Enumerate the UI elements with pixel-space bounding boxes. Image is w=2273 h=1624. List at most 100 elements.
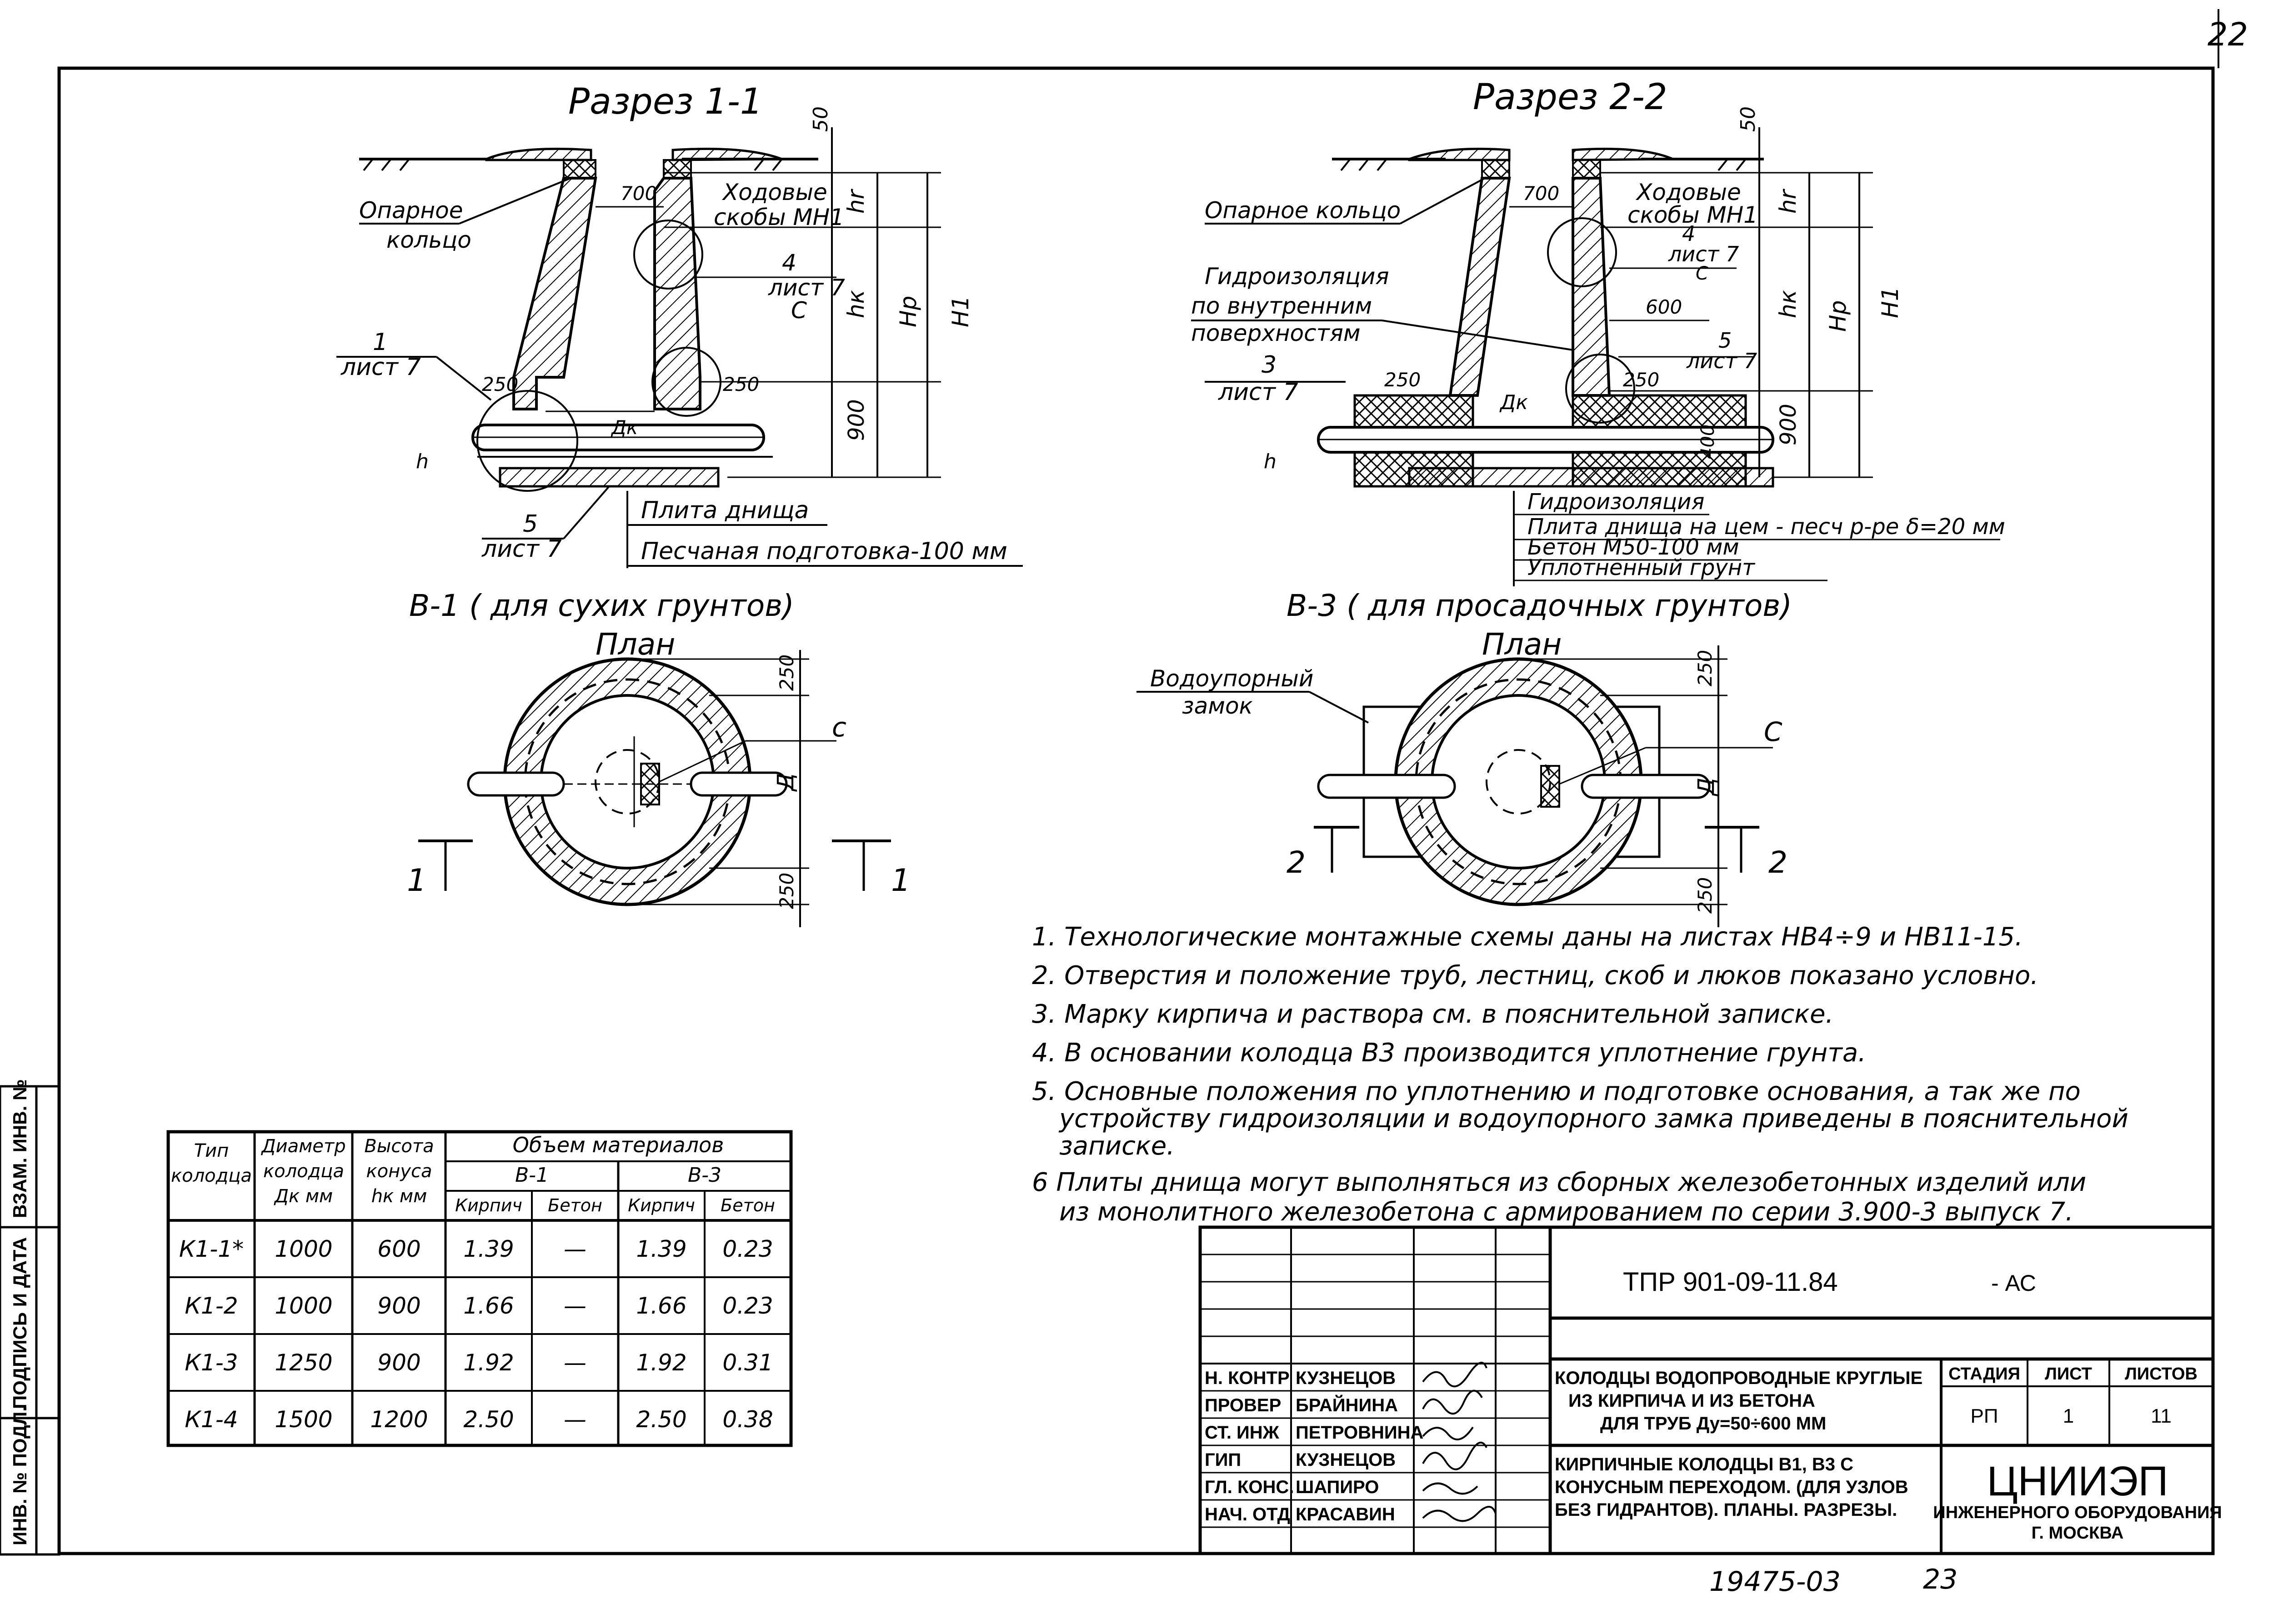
title-block: Н. КОНТР КУЗНЕЦОВ ПРОВЕР БРАЙНИНА СТ. ИН… [1198, 1225, 2222, 1555]
plan1-title: В-1 ( для сухих грунтов) [409, 588, 794, 623]
svg-text:1000: 1000 [275, 1236, 332, 1262]
svg-text:900: 900 [377, 1349, 421, 1376]
s1-ring-1: Опарное [359, 197, 463, 224]
plan3-title: В-3 ( для просадочных грунтов) [1287, 588, 1792, 623]
svg-text:600: 600 [377, 1236, 421, 1262]
plan3-cut-right: 2 [1768, 845, 1787, 880]
sig-role-4: ГЛ. КОНС. [1205, 1477, 1294, 1497]
svg-text:900: 900 [377, 1293, 421, 1319]
plan3-lock-1: Водоупорный [1150, 665, 1313, 692]
s2-ref4-c: С [1696, 263, 1708, 284]
s2-ref5-num: 5 [1718, 328, 1732, 353]
s1-plate: Плита днища [641, 497, 809, 524]
s2-ring: Опарное кольцо [1205, 197, 1401, 224]
s2-dim-hp: Нр [1825, 300, 1851, 332]
table-row: К1-3 1250 900 1.92 — 1.92 0.31 [185, 1349, 773, 1376]
s1-dim-hk: hк [843, 290, 869, 318]
sig-role-0: Н. КОНТР [1205, 1368, 1290, 1388]
stamp-signature: ПОДПИСЬ И ДАТА [9, 1237, 30, 1409]
stamp-inv: ИНВ. № ПОДЛ. [9, 1406, 30, 1545]
s2-hydro-3: поверхностям [1191, 320, 1361, 346]
svg-text:1.39: 1.39 [636, 1236, 686, 1262]
note-5b: устройству гидроизоляции и водоупорного … [1058, 1104, 2128, 1134]
svg-text:1500: 1500 [275, 1406, 332, 1433]
sig-role-5: НАЧ. ОТД [1205, 1504, 1290, 1524]
plan-b3: В-3 ( для просадочных грунтов) План 250 … [1136, 588, 1792, 927]
s2-hydro-1: Гидроизоляция [1205, 263, 1389, 290]
s2-700: 700 [1523, 182, 1559, 205]
plan1-dim-250-top: 250 [776, 655, 798, 691]
sig-name-1: БРАЙНИНА [1296, 1394, 1398, 1415]
svg-text:1.66: 1.66 [636, 1293, 686, 1319]
th-volume: Объем материалов [513, 1133, 724, 1157]
th-brick-b1: Кирпич [455, 1195, 522, 1215]
sheets-label: ЛИСТОВ [2125, 1364, 2198, 1384]
plan1-d: Д [772, 773, 799, 792]
section-2-2: Разрез 2-2 50 hr hк Нр Н1 900 [1191, 77, 2005, 586]
s2-note-2: Плита днища на цем - песч р-ре δ=20 мм [1527, 514, 2005, 540]
svg-text:0.23: 0.23 [722, 1236, 773, 1262]
doc-code: ТПР 901-09-11.84 [1623, 1267, 1838, 1297]
svg-text:К1-4: К1-4 [185, 1406, 238, 1433]
s2-note-4: Уплотненный грунт [1527, 555, 1756, 580]
title1-line2: ИЗ КИРПИЧА И ИЗ БЕТОНА [1568, 1391, 1815, 1411]
plan3-dim-250-top: 250 [1694, 650, 1716, 686]
sig-name-2: ПЕТРОВНИНА [1296, 1423, 1423, 1443]
s1-dim-hp: Нр [895, 296, 921, 327]
th-concrete-b1: Бетон [548, 1195, 602, 1215]
stage-label: СТАДИЯ [1948, 1364, 2020, 1384]
s1-ref4-c: С [791, 297, 807, 324]
s2-steps-2: скобы МН1 [1627, 202, 1758, 228]
plan3-subtitle: План [1482, 627, 1562, 662]
th-height-2: конуса [366, 1161, 432, 1182]
sig-name-3: КУЗНЕЦОВ [1296, 1450, 1396, 1470]
s2-dim-hr: hr [1775, 188, 1801, 214]
materials-table: Тип колодца Диаметр колодца Дк мм Высота… [166, 1130, 793, 1447]
s1-250-right: 250 [723, 373, 759, 395]
s2-ref4-num: 4 [1682, 221, 1695, 246]
section-2-title: Разрез 2-2 [1473, 77, 1667, 118]
svg-text:0.31: 0.31 [722, 1349, 773, 1376]
table-row: К1-4 1500 1200 2.50 — 2.50 0.38 [185, 1406, 773, 1433]
svg-text:К1-3: К1-3 [185, 1349, 238, 1376]
s2-400: 400 [1697, 425, 1718, 459]
s2-ref4-sheet: лист 7 [1668, 242, 1739, 266]
sheet-label: ЛИСТ [2045, 1364, 2092, 1384]
signature-scribbles [1422, 1362, 1497, 1522]
plan1-subtitle: План [596, 627, 675, 662]
s2-dim-hk: hк [1775, 290, 1801, 318]
title2-line3: БЕЗ ГИДРАНТОВ). ПЛАНЫ. РАЗРЕЗЫ. [1555, 1500, 1897, 1520]
plan3-c: С [1764, 716, 1782, 747]
svg-text:1200: 1200 [370, 1406, 428, 1433]
s2-note-3: Бетон М50-100 мм [1527, 535, 1739, 560]
s1-sand: Песчаная подготовка-100 мм [641, 538, 1007, 565]
svg-text:—: — [564, 1406, 586, 1433]
th-diam-1: Диаметр [260, 1136, 345, 1157]
section-1-1: Разрез 1-1 50 hr [336, 81, 1023, 568]
s2-600: 600 [1646, 296, 1682, 318]
sheet-frame [57, 66, 2215, 1555]
s2-dim-50: 50 [1737, 106, 1760, 132]
sig-role-3: ГИП [1205, 1450, 1241, 1470]
sig-role-2: СТ. ИНЖ [1205, 1423, 1280, 1443]
th-height-1: Высота [364, 1136, 434, 1157]
archive-number: 19475-03 [1709, 1566, 1841, 1598]
s1-dim-50: 50 [809, 106, 832, 132]
s2-dk: Дк [1499, 391, 1528, 414]
side-stamp: ИНВ. № ПОДЛ. ПОДПИСЬ И ДАТА ВЗАМ. ИНВ. № [0, 1079, 60, 1556]
th-diam-2: колодца [263, 1161, 344, 1182]
th-diam-3: Дк мм [274, 1186, 333, 1207]
doc-suffix: - АС [1991, 1270, 2036, 1296]
svg-text:1.39: 1.39 [463, 1236, 514, 1262]
stamp-replace: ВЗАМ. ИНВ. № [9, 1079, 30, 1218]
s1-ring-2: кольцо [386, 227, 471, 253]
s2-250a: 250 [1384, 369, 1421, 391]
title1-line1: КОЛОДЦЫ ВОДОПРОВОДНЫЕ КРУГЛЫЕ [1555, 1368, 1923, 1388]
svg-text:0.38: 0.38 [722, 1406, 773, 1433]
svg-text:1250: 1250 [275, 1349, 332, 1376]
plan3-d: Д [1693, 778, 1719, 796]
stage-value: РП [1971, 1405, 1998, 1427]
title2-line1: КИРПИЧНЫЕ КОЛОДЦЫ В1, В3 С [1555, 1454, 1853, 1474]
s2-dim-h1: Н1 [1877, 287, 1903, 318]
note-5c: записке. [1059, 1131, 1175, 1161]
